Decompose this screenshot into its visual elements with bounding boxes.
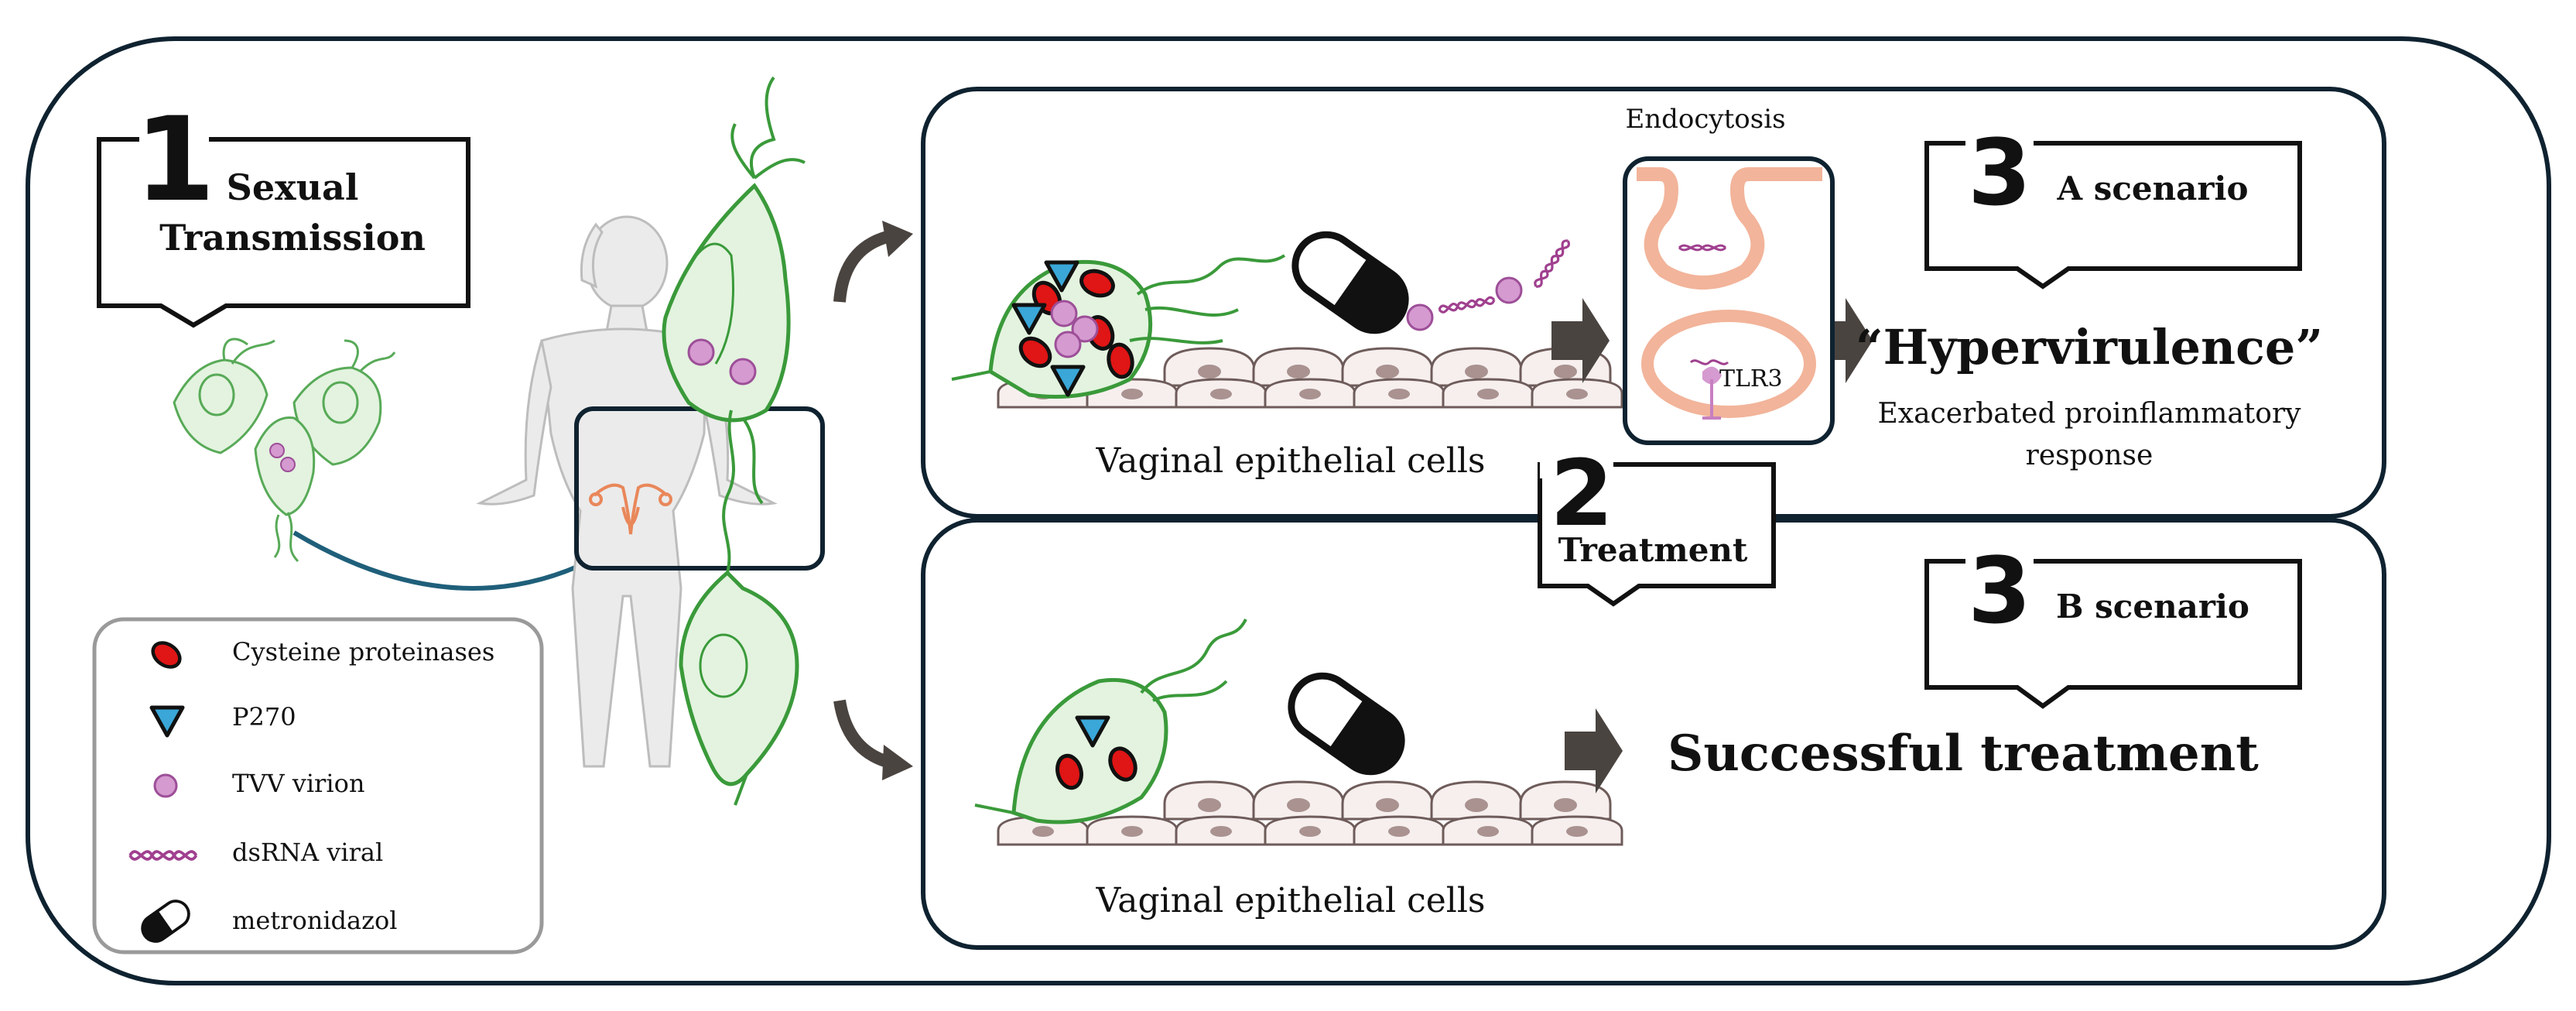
step1-callout: 1 Sexual Transmission — [97, 93, 470, 328]
step1-title-line1: Sexual — [227, 166, 359, 208]
legend-label-metronidazol: metronidazol — [232, 906, 397, 935]
step2-callout: 2 Treatment — [1538, 440, 1776, 607]
arrow-to-successful-treatment — [1565, 708, 1623, 793]
step3a-number: 3 — [1968, 119, 2031, 226]
step3a-title: A scenario — [2057, 170, 2249, 207]
tvv-virion-icon — [153, 773, 178, 798]
legend-label-dsrna: dsRNA viral — [232, 838, 383, 867]
step3b-title: B scenario — [2056, 588, 2249, 625]
step2-title: Treatment — [1558, 531, 1748, 569]
step3b-callout: 3 B scenario — [1924, 537, 2302, 709]
large-parasites-illustration — [662, 76, 806, 806]
top-parasite — [951, 254, 1286, 399]
endocytosis-label: Endocytosis — [1625, 104, 1785, 135]
hypervirulence-line2: response — [2026, 440, 2154, 471]
legend-label-p270: P270 — [232, 702, 296, 732]
uterus-icon — [589, 483, 672, 535]
tlr3-label: TLR3 — [1719, 365, 1783, 392]
endocytosis-box — [1623, 156, 1835, 445]
bottom-parasite — [974, 619, 1247, 824]
legend-label-tvv: TVV virion — [232, 769, 364, 798]
legend: Cysteine proteinases P270 TVV virion dsR… — [92, 617, 544, 954]
step3b-number: 3 — [1968, 537, 2031, 644]
hypervirulence-title: “Hypervirulence” — [1856, 319, 2323, 375]
successful-treatment-title: Successful treatment — [1668, 725, 2259, 783]
transmitted-parasites-illustration — [173, 338, 396, 563]
legend-label-cysteine: Cysteine proteinases — [232, 637, 494, 667]
transmission-arrow — [292, 530, 613, 591]
arrow-to-bottom-panel — [833, 699, 892, 769]
arrow-to-hypervirulence — [1815, 298, 1873, 383]
endocytosis-illustration — [1637, 167, 1822, 420]
arrow-to-top-panel — [833, 230, 892, 303]
arrow-to-endocytosis — [1551, 298, 1610, 383]
step1-title-line2: Transmission — [159, 217, 426, 259]
hypervirulence-line1: Exacerbated proinflammatory — [1877, 398, 2301, 430]
step3a-callout: 3 A scenario — [1924, 119, 2302, 290]
top-epithelium-label: Vaginal epithelial cells — [1095, 441, 1485, 481]
step2-number: 2 — [1550, 440, 1613, 547]
step1-number: 1 — [135, 93, 215, 228]
bottom-epithelium-label: Vaginal epithelial cells — [1095, 881, 1485, 920]
